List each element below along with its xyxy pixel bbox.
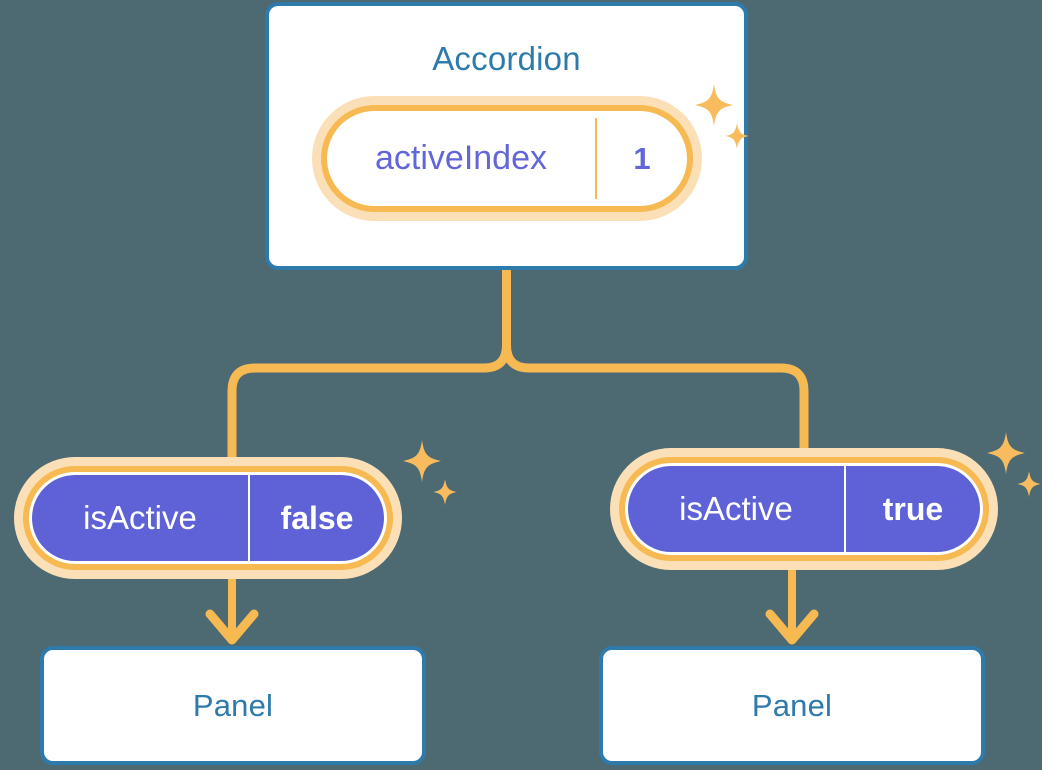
state-pill-is-active-false[interactable]: isActive false bbox=[14, 457, 402, 579]
state-pill-key: isActive bbox=[679, 490, 793, 527]
panel-card-right[interactable]: Panel bbox=[599, 646, 985, 765]
state-pill-inner: isActive true bbox=[625, 463, 983, 555]
branch-connector-icon bbox=[227, 266, 809, 467]
panel-title: Panel bbox=[751, 688, 833, 723]
state-pill-divider bbox=[844, 466, 846, 552]
state-pill-key: activeIndex bbox=[375, 139, 547, 177]
state-pill-inner: activeIndex 1 bbox=[327, 111, 687, 206]
arrow-down-icon bbox=[765, 567, 819, 645]
page-title: Accordion bbox=[432, 40, 581, 77]
sparkle-icon bbox=[396, 440, 458, 512]
state-pill-value: true bbox=[882, 490, 944, 527]
state-pill-value: 1 bbox=[633, 140, 651, 176]
state-pill-inner: isActive false bbox=[29, 472, 387, 564]
panel-title: Panel bbox=[192, 688, 274, 723]
state-pill-value: false bbox=[280, 499, 354, 536]
state-pill-is-active-true[interactable]: isActive true bbox=[610, 448, 998, 570]
state-pill-divider bbox=[248, 475, 250, 561]
panel-card-left[interactable]: Panel bbox=[40, 646, 426, 765]
state-pill-divider bbox=[595, 118, 597, 199]
arrow-down-icon bbox=[205, 576, 259, 645]
state-pill-key: isActive bbox=[83, 499, 197, 536]
state-pill-active-index[interactable]: activeIndex 1 bbox=[312, 96, 702, 221]
